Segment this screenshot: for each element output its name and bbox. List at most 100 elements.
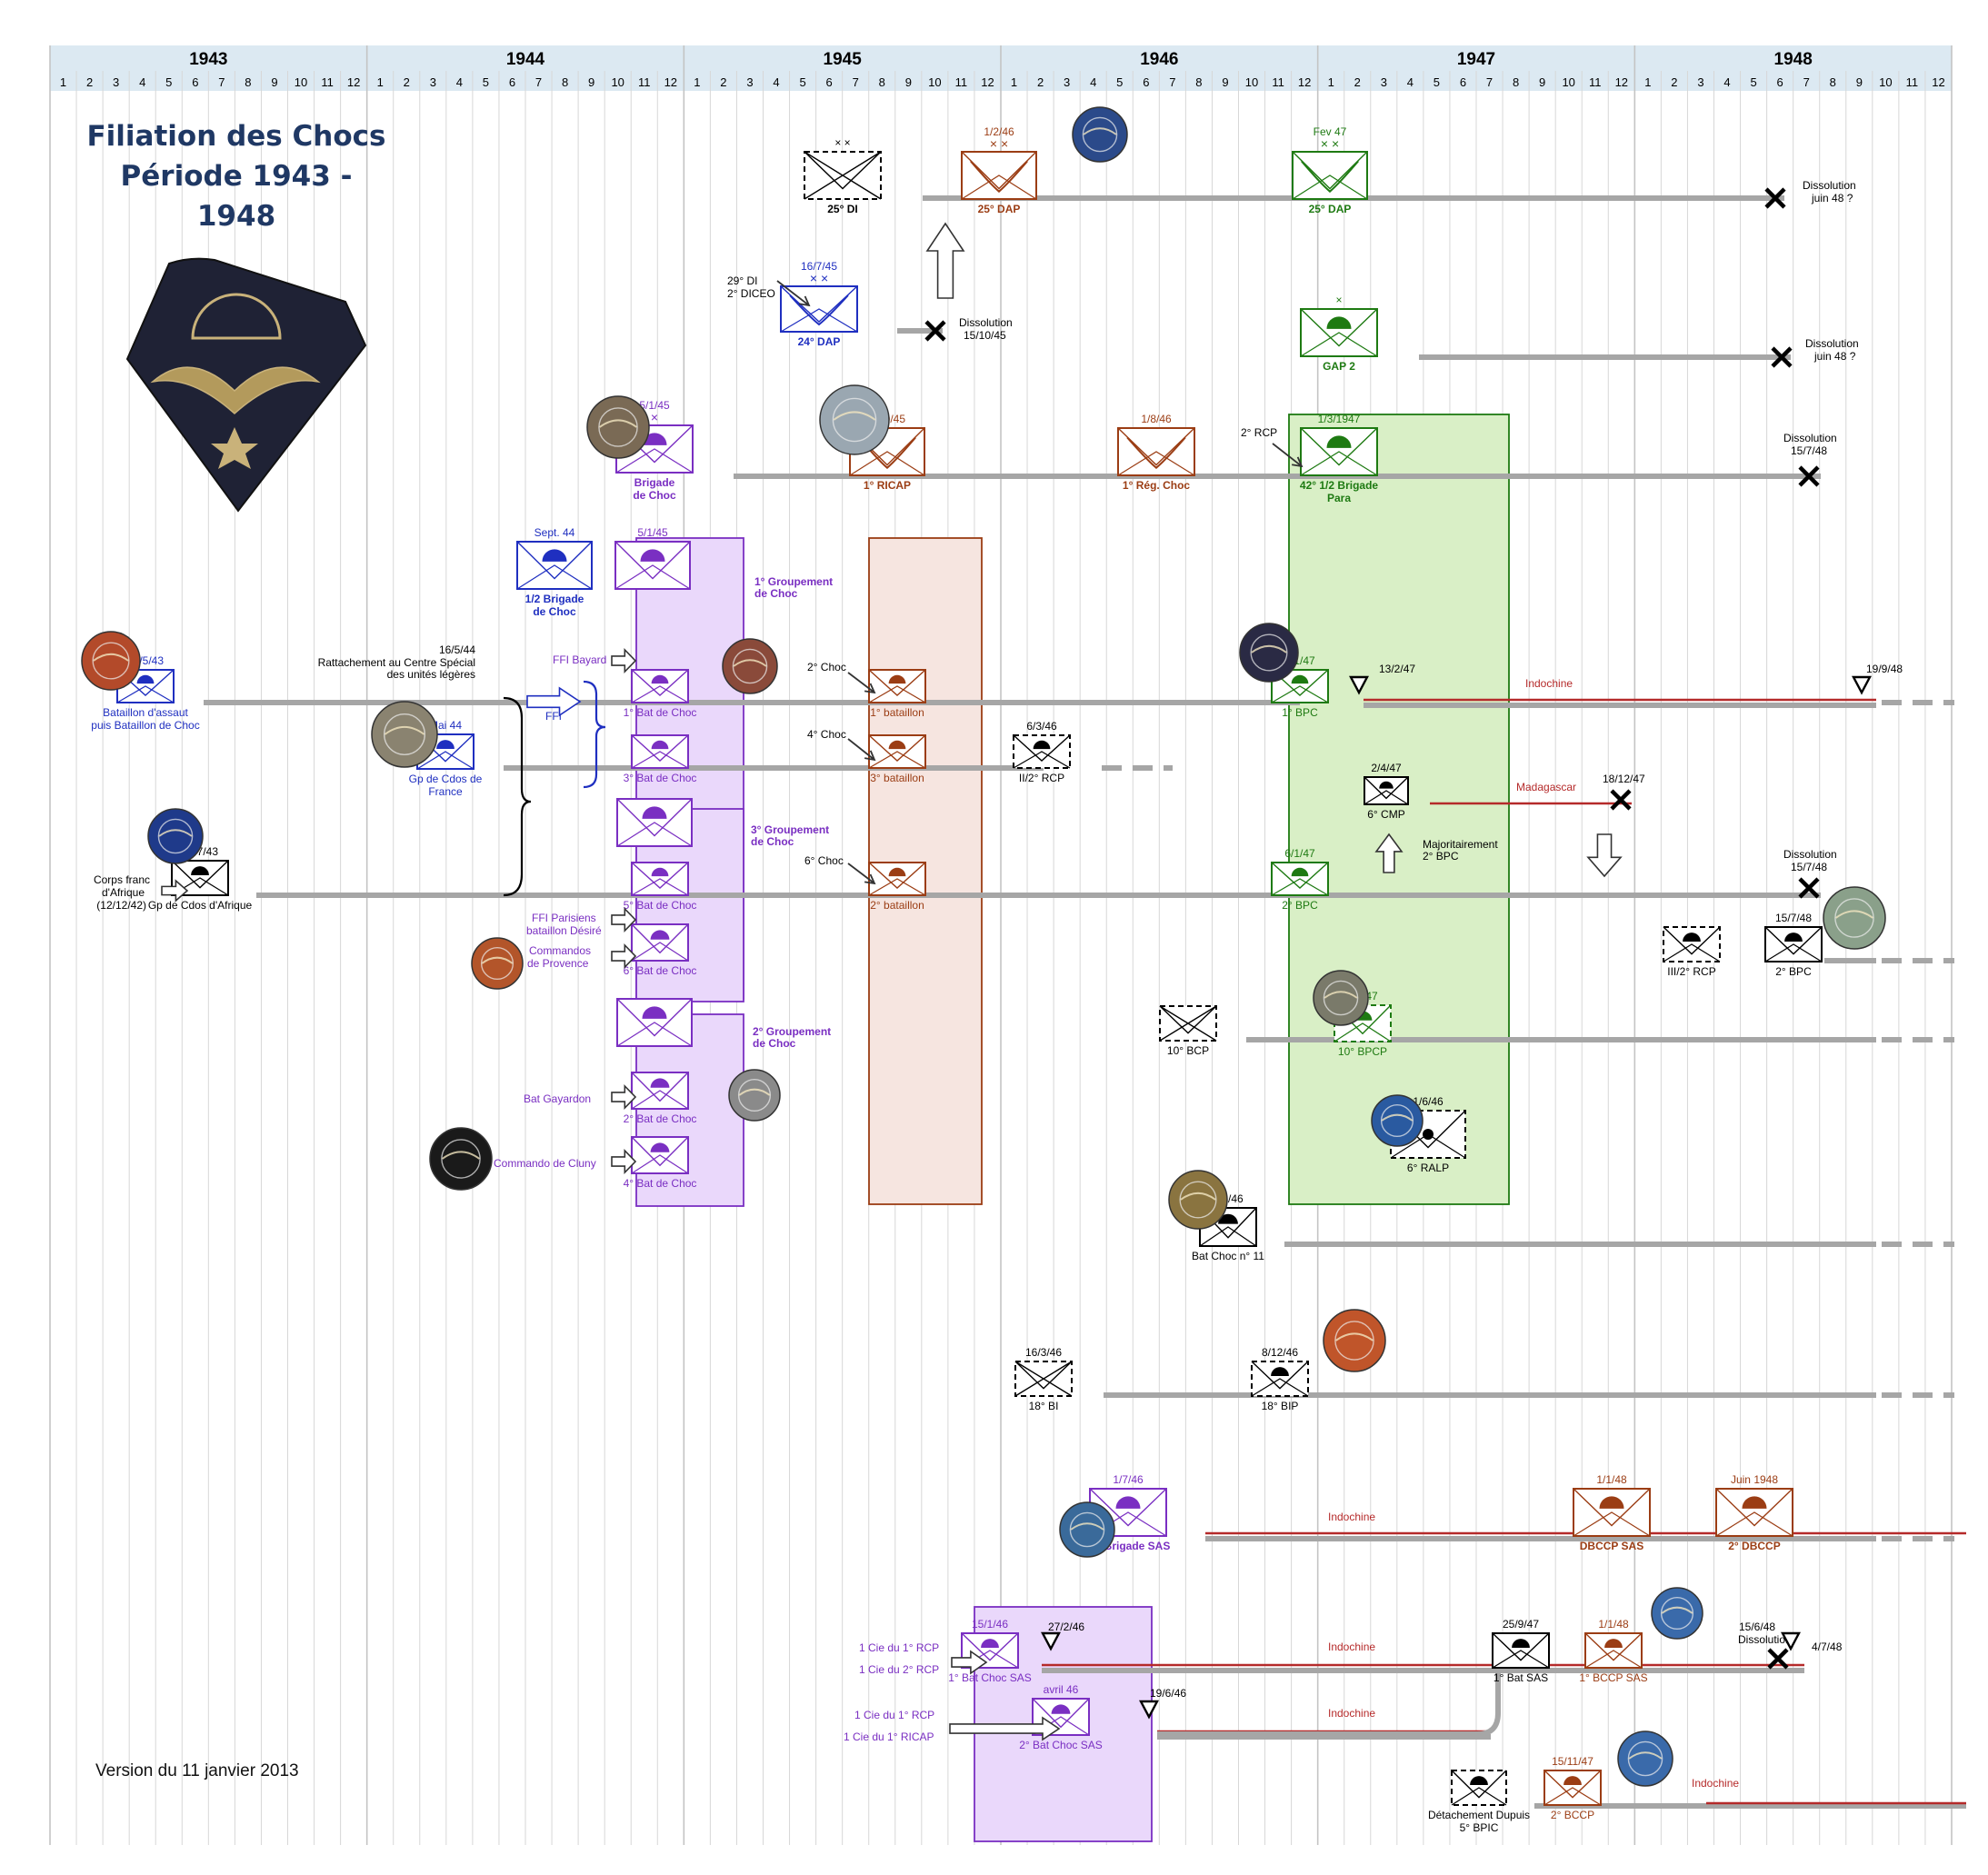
- annotation-label: 2° Groupement: [753, 1025, 831, 1038]
- month-label: 6: [1777, 75, 1783, 89]
- unit-lower-diagonal: [961, 175, 1037, 200]
- badge-disc: [1313, 970, 1369, 1026]
- month-label: 8: [879, 75, 885, 89]
- title-line-1: Filiation des Chocs: [86, 120, 386, 153]
- unit-symbol: × GAP 2: [1300, 294, 1378, 373]
- hunting-horn-badge-icon: [1313, 970, 1369, 1026]
- block-arrow-icon: [1586, 833, 1623, 878]
- parachute-canopy: [1326, 316, 1352, 329]
- month-label: 4: [1723, 75, 1730, 89]
- parachute-canopy: [888, 867, 906, 877]
- annotation-label: FFI: [545, 710, 562, 723]
- unit-date: ×: [1335, 294, 1342, 306]
- unit-lower-diagonal: [1271, 878, 1329, 896]
- artillery-dot: [1423, 1129, 1434, 1140]
- annotation-label: 2° BPC: [1423, 850, 1459, 863]
- unit-lower-diagonal: [1492, 1650, 1550, 1669]
- unit-diagonal: [631, 1136, 689, 1167]
- unit-date: × ×: [834, 136, 850, 149]
- event-triangle-icon: [1852, 675, 1872, 695]
- annotation-label: Madagascar: [1516, 781, 1576, 793]
- badge-disc: [722, 638, 778, 694]
- badge-ring: [1334, 1321, 1374, 1361]
- sas-dagger-badge-icon: [1059, 1501, 1115, 1558]
- badge-wing: [1381, 1113, 1414, 1122]
- unit-cross: [1014, 1361, 1073, 1397]
- month-label: 9: [271, 75, 277, 89]
- anchor-badge-icon: [1617, 1730, 1673, 1787]
- unit-diagonal: [171, 860, 229, 889]
- unit-lower-diagonal: [631, 942, 689, 962]
- choc-ring-badge-icon: [728, 1069, 781, 1122]
- unit-diagonal: [614, 541, 691, 580]
- unit-symbol: 1° bataillon: [868, 669, 926, 719]
- parachute-canopy: [642, 806, 667, 819]
- month-label: 5: [483, 75, 489, 89]
- parachute-canopy: [651, 867, 669, 877]
- dissolution-cross-icon: [1610, 789, 1632, 811]
- unit-diagonal: [1492, 1632, 1550, 1661]
- unit-diagonal: [1584, 1632, 1643, 1661]
- unit-name: 4° Bat de Choc: [624, 1177, 697, 1190]
- unit-name: 1/2 Brigade: [525, 593, 584, 605]
- unit-name: 1° RICAP: [864, 479, 911, 492]
- unit-name: 6° Bat de Choc: [624, 964, 697, 977]
- unit-lower-diagonal: [631, 1090, 689, 1110]
- month-label: 7: [1169, 75, 1175, 89]
- annotation-label: 15/7/48: [1791, 861, 1827, 873]
- annotation-label: 1 Cie du 1° RICAP: [844, 1730, 934, 1743]
- block-arrow-icon: [161, 879, 189, 903]
- unit-date: 6/3/46: [1026, 720, 1057, 733]
- diagonal-arrow-icon: [847, 738, 876, 762]
- annotation-label: Commandos: [529, 944, 591, 957]
- unit-name: GAP 2: [1323, 360, 1355, 373]
- badge-wing: [599, 419, 637, 428]
- unit-symbol: [616, 998, 693, 1047]
- unit-symbol: 10° BCP: [1159, 1005, 1217, 1057]
- block-arrow-icon: [951, 1650, 988, 1675]
- patch-canopy: [191, 293, 282, 340]
- month-label: 9: [1222, 75, 1228, 89]
- block-arrow-icon: [949, 1716, 1061, 1741]
- month-label: 8: [245, 75, 251, 89]
- unit-name: 6° CMP: [1367, 808, 1404, 821]
- unit-lower-diagonal: [1364, 790, 1409, 805]
- unit-diagonal: [631, 669, 689, 697]
- annotation-label: FFI Parisiens: [532, 912, 596, 924]
- unit-date: 15/1/46: [972, 1618, 1008, 1631]
- unit-name: DBCCP SAS: [1580, 1540, 1643, 1552]
- unit-symbol: 2° Bat de Choc: [624, 1072, 697, 1125]
- badge-ring: [157, 818, 194, 854]
- unit-name: 10° BPCP: [1338, 1045, 1387, 1058]
- unit-date: 16/3/46: [1025, 1346, 1062, 1359]
- unit-lower-diagonal: [1451, 1787, 1507, 1806]
- unit-symbol: 4° Bat de Choc: [624, 1136, 697, 1190]
- annotation-label: Majoritairement: [1423, 838, 1498, 851]
- annotation-label: Dissolution: [1738, 1633, 1792, 1646]
- unit-lower-diagonal: [1013, 751, 1071, 769]
- annotation-label: 1 Cie du 2° RCP: [859, 1663, 939, 1676]
- unit-name: 18° BIP: [1262, 1400, 1299, 1412]
- month-label: 2: [1037, 75, 1044, 89]
- annotation-label: 1 Cie du 1° RCP: [859, 1641, 939, 1654]
- unit-symbol: 1/6/466° RALP: [1390, 1095, 1466, 1174]
- badge-wing: [1335, 1332, 1374, 1341]
- unit-lower-diagonal: [868, 878, 926, 896]
- badge-disc: [147, 808, 204, 864]
- unit-lower-diagonal: [1715, 1511, 1793, 1537]
- block-arrow-icon: [611, 907, 637, 933]
- unit-lower-diagonal: [1292, 175, 1368, 200]
- wings-mark: [789, 294, 849, 326]
- unit-diagonal: [1251, 1361, 1309, 1390]
- unit-lower-diagonal: [615, 448, 694, 474]
- parachute-canopy: [1218, 1213, 1238, 1224]
- badge-wing: [384, 725, 425, 735]
- unit-name: 25° DAP: [978, 203, 1021, 215]
- unit-name: 2° Bat de Choc: [624, 1112, 697, 1125]
- annotation-label: 3° Groupement: [751, 823, 829, 836]
- unit-name: Bataillon d'assaut: [103, 706, 188, 719]
- badge-disc: [1651, 1587, 1703, 1640]
